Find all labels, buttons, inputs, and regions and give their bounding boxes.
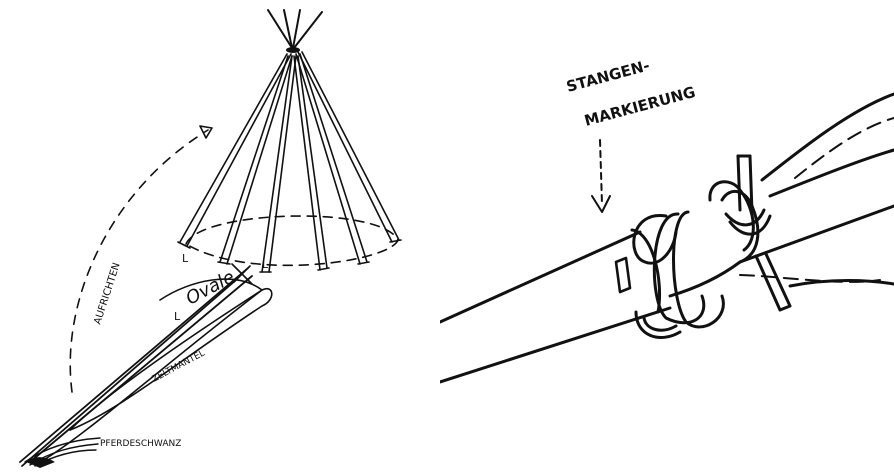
pole-marking-sketch: STANGEN- MARKIERUNG bbox=[440, 0, 894, 472]
pole-marking bbox=[616, 258, 630, 292]
standing-tipi-poles bbox=[178, 52, 401, 272]
stitch-line-top bbox=[795, 118, 894, 178]
tipi-erection-drawing: AUFRICHTEN Ovale L L L ZELTMANTEL PFERDE… bbox=[0, 0, 440, 472]
cover-flap-bottom bbox=[770, 150, 894, 196]
pole-knot-drawing: STANGEN- MARKIERUNG bbox=[440, 0, 894, 472]
pole-tops bbox=[268, 10, 322, 48]
label-stangen: STANGEN- bbox=[564, 56, 651, 95]
label-l-mark-3: L bbox=[182, 252, 189, 265]
lying-pole-bundle bbox=[20, 268, 272, 466]
cover-flap-top bbox=[762, 94, 894, 180]
label-l-mark-2: L bbox=[174, 310, 181, 323]
label-pferdeschwanz: PFERDESCHWANZ bbox=[100, 439, 181, 449]
stitch-line-bottom bbox=[740, 275, 880, 282]
label-markierung: MARKIERUNG bbox=[582, 83, 697, 130]
marking-arrow-shaft bbox=[600, 140, 602, 204]
tipi-erection-sketch: AUFRICHTEN Ovale L L L ZELTMANTEL PFERDE… bbox=[0, 0, 440, 472]
label-aufrichten: AUFRICHTEN bbox=[92, 261, 122, 325]
label-l-mark-1: L bbox=[262, 258, 269, 271]
pole-top-edge bbox=[440, 232, 640, 322]
